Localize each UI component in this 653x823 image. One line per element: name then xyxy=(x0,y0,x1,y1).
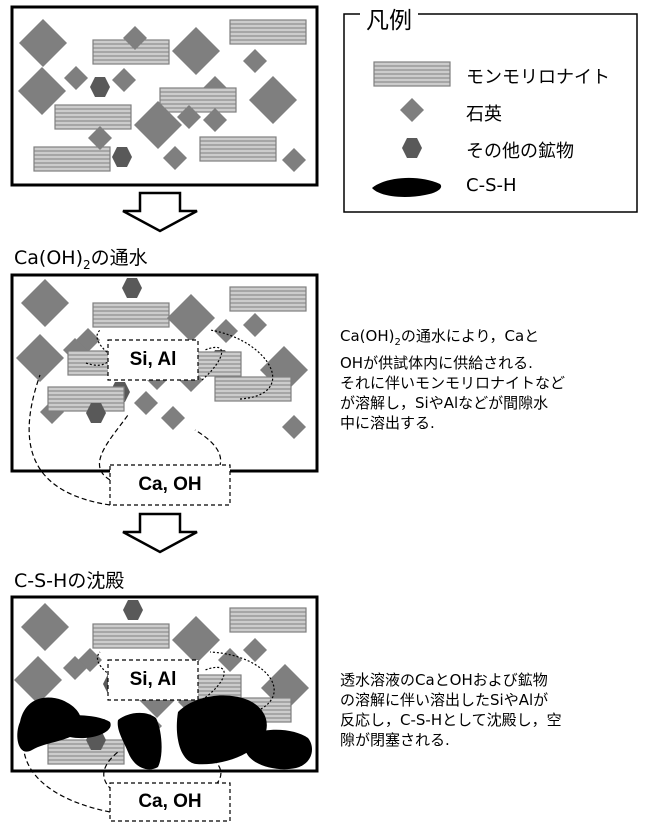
step2-ca-oh-label: Ca, OH xyxy=(138,791,202,812)
panel-precipitation xyxy=(10,595,319,813)
csh-precipitate-3 xyxy=(117,712,162,770)
legend-item-quartz: 石英 xyxy=(466,104,502,125)
legend-title: 凡例 xyxy=(360,1,418,35)
csh-precipitate-2 xyxy=(48,715,111,739)
step1-si-al-label: Si, Al xyxy=(129,349,177,370)
step2-description: 透水溶液のCaとOHおよび鉱物 の溶解に伴い溶出したSiやAlが 反応し，C-S… xyxy=(340,671,562,749)
step1-ca-oh-label: Ca, OH xyxy=(138,474,202,495)
montmorillonite-icon xyxy=(373,61,451,87)
supply-box-2 xyxy=(109,782,231,822)
legend-item-other-mineral: その他の鉱物 xyxy=(466,141,574,162)
csh-precipitate-4 xyxy=(176,695,267,765)
legend-box xyxy=(343,13,638,213)
step2-si-al-label: Si, Al xyxy=(129,669,177,690)
step2-title: C-S-Hの沈殿 xyxy=(14,570,125,592)
arrow-down-1 xyxy=(121,191,199,233)
legend-item-csh: C-S-H xyxy=(466,175,517,196)
legend-item-montmorillonite: モンモリロナイト xyxy=(466,67,610,88)
csh-icon xyxy=(372,177,442,197)
arrow-down-2 xyxy=(121,512,199,554)
step1-title: Ca(OH)2の通水 xyxy=(14,247,148,272)
panel-initial xyxy=(10,5,319,187)
supply-box-1 xyxy=(109,464,231,506)
panel-permeation xyxy=(10,273,319,506)
step1-description: Ca(OH)2の通水により，Caと OHが供試体内に供給される. それに伴いモン… xyxy=(340,327,566,432)
csh-precipitate-5 xyxy=(246,729,312,770)
